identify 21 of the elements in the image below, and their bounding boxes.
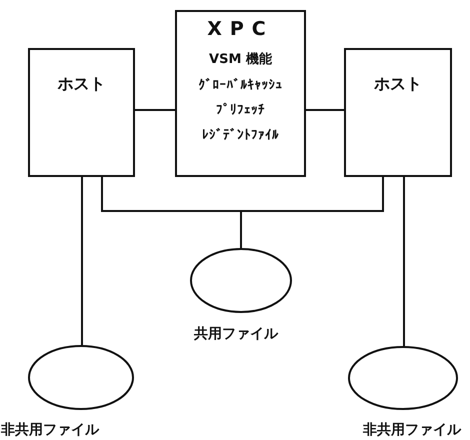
host-box <box>28 48 135 177</box>
function-label: ﾚｼﾞﾃﾞﾝﾄﾌｧｲﾙ <box>201 128 280 143</box>
function-label: ﾌﾟﾘﾌｪｯﾁ <box>215 103 266 118</box>
connector-line <box>240 177 384 248</box>
file-caption: 共用ファイル <box>193 325 280 343</box>
processor-box <box>175 10 306 177</box>
file-ellipse <box>348 346 458 410</box>
box-label: ホスト <box>373 74 423 95</box>
connector-line <box>306 109 344 111</box>
file-caption: 非共用ファイル <box>362 421 462 439</box>
file-ellipse <box>190 248 292 313</box>
connector-line <box>403 177 405 346</box>
box-label: ホスト <box>56 74 106 95</box>
function-label: VSM 機能 <box>208 51 273 68</box>
host-box <box>344 48 452 177</box>
function-label: ｸﾞﾛｰﾊﾞﾙｷｬｯｼｭ <box>198 78 284 93</box>
connector-line <box>135 109 175 111</box>
file-caption: 非共用ファイル <box>0 421 100 439</box>
connector-line <box>81 177 83 345</box>
box-title: XPC <box>206 18 275 40</box>
file-ellipse <box>28 345 134 410</box>
